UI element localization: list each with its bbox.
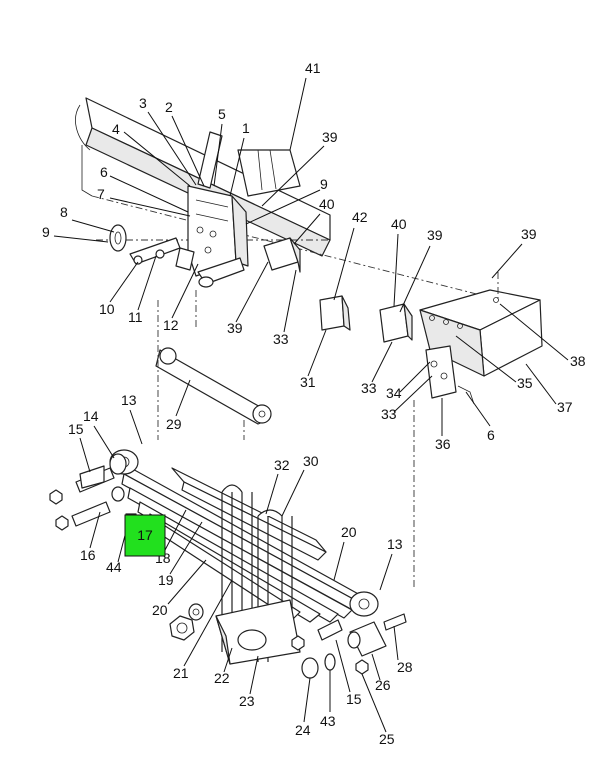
callout-5: 5 — [218, 106, 226, 122]
callout-labels: 41 3 2 5 4 1 39 6 9 7 40 8 42 40 9 39 39… — [42, 60, 586, 747]
callout-29: 30 — [303, 453, 319, 469]
callout-12: 12 — [163, 317, 179, 333]
callout-26: 25 — [379, 731, 395, 747]
callout-42: 42 — [352, 209, 368, 225]
alignment-lines — [157, 272, 499, 590]
callout-32-mid: 33 — [361, 380, 377, 396]
callout-20-left: 20 — [152, 602, 168, 618]
callout-11: 11 — [128, 309, 143, 325]
callout-22: 22 — [214, 670, 230, 686]
callout-15-right: 15 — [346, 691, 362, 707]
callout-33: 34 — [386, 385, 402, 401]
callout-7: 7 — [97, 186, 105, 202]
callout-31: 32 — [274, 457, 290, 473]
callout-10: 10 — [99, 301, 115, 317]
callout-6-left: 6 — [100, 164, 108, 180]
callout-39-left: 39 — [227, 320, 243, 336]
callout-24: 24 — [295, 722, 311, 738]
callout-13-left: 13 — [121, 392, 137, 408]
highlight-box[interactable] — [124, 514, 166, 557]
callout-38-right: 39 — [521, 226, 537, 242]
fasteners — [49, 453, 407, 679]
front-spring-hanger — [175, 131, 301, 288]
callout-41: 41 — [305, 60, 321, 76]
callout-1: 1 — [242, 120, 250, 136]
callout-27: 28 — [397, 659, 413, 675]
callout-32-low: 33 — [381, 406, 397, 422]
callout-23: 23 — [239, 693, 255, 709]
callout-6-right: 6 — [487, 427, 495, 443]
callout-44: 44 — [106, 559, 122, 575]
callout-14: 14 — [83, 408, 99, 424]
callout-40-left: 40 — [319, 196, 335, 212]
callout-25: 26 — [375, 677, 391, 693]
rear-hanger-bracket — [419, 289, 543, 405]
callout-30: 31 — [300, 374, 316, 390]
callout-28: 29 — [166, 416, 182, 432]
axle-seat — [215, 599, 301, 665]
shackle-clips — [263, 237, 413, 343]
shackle-link — [155, 347, 272, 425]
callout-43: 43 — [320, 713, 336, 729]
callout-3: 3 — [139, 95, 147, 111]
callout-36: 37 — [557, 399, 573, 415]
callout-16: 16 — [80, 547, 96, 563]
callout-39-right: 39 — [427, 227, 443, 243]
callout-40-right: 40 — [391, 216, 407, 232]
highlighted-part-17[interactable]: 17 — [124, 514, 166, 557]
callout-35: 36 — [435, 436, 451, 452]
callout-13-right: 13 — [387, 536, 403, 552]
callout-17[interactable]: 17 — [137, 527, 153, 543]
callout-20-right: 20 — [341, 524, 357, 540]
callout-4: 4 — [112, 121, 120, 137]
callout-9-left: 9 — [42, 224, 50, 240]
callout-9-right: 9 — [320, 176, 328, 192]
frame-rail — [75, 97, 501, 301]
callout-21: 21 — [173, 665, 189, 681]
callout-32-top: 33 — [273, 331, 289, 347]
callout-2: 2 — [165, 99, 173, 115]
callout-38-top: 39 — [322, 129, 338, 145]
callout-19: 19 — [158, 572, 174, 588]
leaf-spring-pack — [109, 449, 379, 623]
callout-15-left: 15 — [68, 421, 84, 437]
callout-34: 35 — [517, 375, 533, 391]
callout-37: 38 — [570, 353, 586, 369]
callout-8: 8 — [60, 204, 68, 220]
washer-plate — [109, 224, 181, 265]
